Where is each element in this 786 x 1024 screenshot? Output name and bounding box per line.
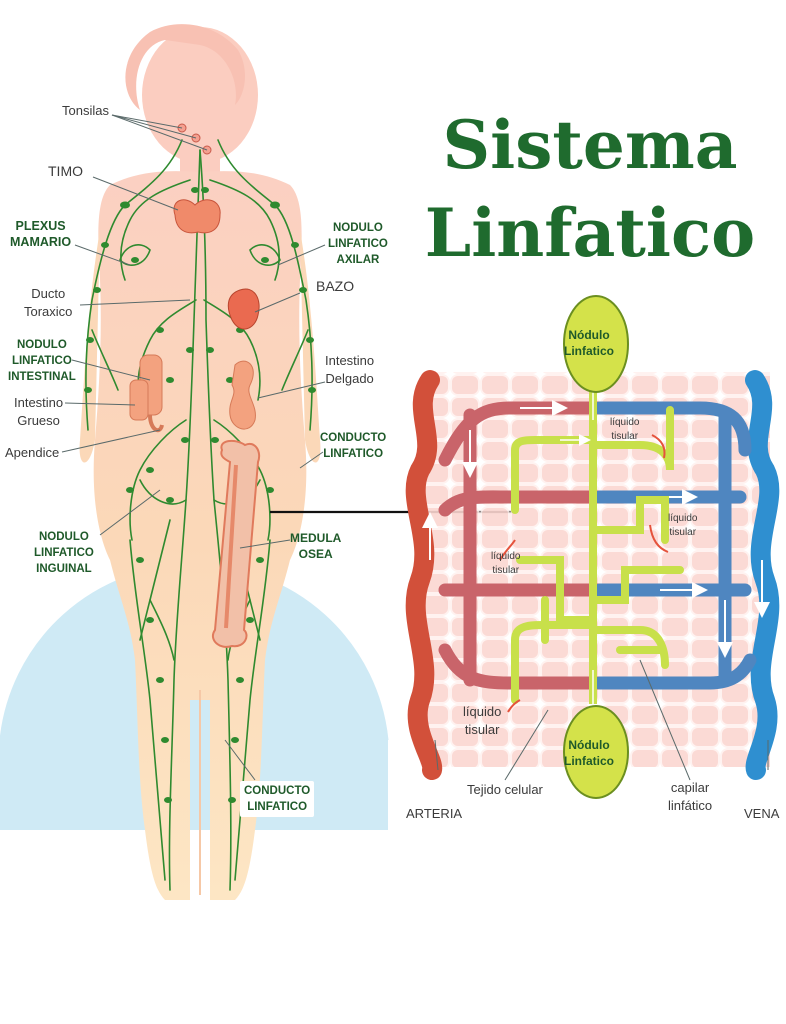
label-intestino-grueso: Intestino Grueso <box>14 395 64 428</box>
label-timo: TIMO <box>48 163 83 179</box>
label-apendice: Apendice <box>5 445 60 460</box>
lymph-node-top <box>563 295 629 393</box>
thymus <box>173 199 221 234</box>
flow-arrows <box>422 400 770 658</box>
label-liquido-3: líquido tisular <box>491 551 521 576</box>
leader-lines <box>61 114 326 781</box>
label-nodulo-bottom: Nódulo Linfatico <box>564 738 614 768</box>
label-intestino-delgado: Intestino Delgado <box>325 353 375 386</box>
small-intestine <box>229 360 256 430</box>
label-tejido: Tejido celular <box>467 782 543 797</box>
label-bazo: BAZO <box>316 278 355 294</box>
label-ducto: Ducto Toraxico <box>24 286 73 319</box>
title-line-2: Linfatico <box>424 194 756 272</box>
label-medula: MEDULA OSEA <box>290 531 342 561</box>
label-liquido-1: líquido tisular <box>610 417 640 442</box>
label-nodulo-top: Nódulo Linfatico <box>564 328 614 358</box>
spleen <box>227 288 260 330</box>
large-intestine <box>129 354 164 433</box>
label-nodulo-intestinal: NODULO LINFATICO INTESTINAL <box>8 339 76 383</box>
detail-leaders <box>434 659 769 781</box>
vein-vessel <box>745 370 780 780</box>
label-conducto-1: CONDUCTO LINFATICO <box>320 432 387 460</box>
bone-marrow <box>212 439 261 648</box>
fluid-arrows <box>499 434 669 713</box>
label-capilar: capilar linfático <box>668 780 713 813</box>
label-plexus: PLEXUS MAMARIO <box>10 219 72 249</box>
label-nodulo-inguinal: NODULO LINFATICO INGUINAL <box>34 531 94 575</box>
lymph-capillaries <box>511 376 684 719</box>
lymph-nodes <box>84 187 316 803</box>
lymph-node-bottom <box>563 705 629 799</box>
label-tonsilas: Tonsilas <box>62 103 109 118</box>
label-liquido-2: líquido tisular <box>668 513 698 538</box>
label-arteria: ARTERIA <box>406 806 463 821</box>
artery-vessel <box>405 370 443 780</box>
label-conducto-2: CONDUCTO LINFATICO <box>240 781 315 817</box>
label-vena: VENA <box>744 806 780 821</box>
title-line-1: Sistema <box>442 106 738 184</box>
label-nodulo-axilar: NODULO LINFATICO AXILAR <box>328 222 388 266</box>
label-liquido-4: líquido tisular <box>463 704 502 737</box>
